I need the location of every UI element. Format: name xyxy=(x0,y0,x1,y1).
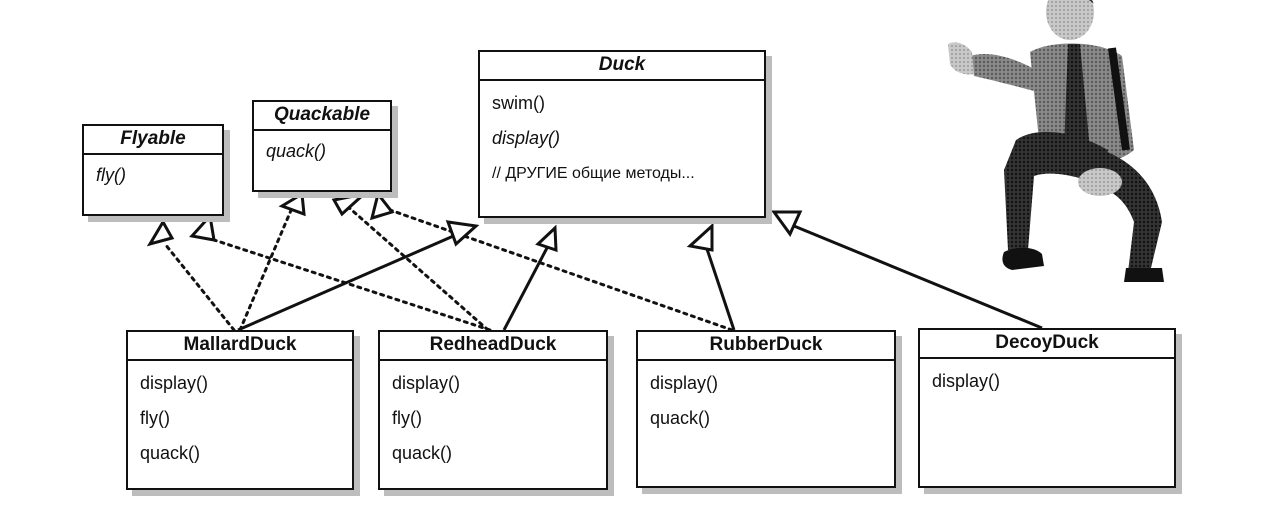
class-duck: Duck swim() display() // ДРУГИЕ общие ме… xyxy=(478,50,766,218)
method-item: display() xyxy=(140,373,209,393)
inheritance-decoy-to-duck xyxy=(793,224,1043,330)
class-name: Flyable xyxy=(84,126,222,155)
arrowhead-mallard-duck xyxy=(445,220,480,247)
method-item: fly() xyxy=(140,408,170,428)
method-list: fly() xyxy=(84,155,222,190)
method-item: quack() xyxy=(392,443,453,463)
method-item: quack() xyxy=(650,408,711,428)
class-redhead-duck: RedheadDuck display() fly() quack() xyxy=(378,330,608,490)
realization-rubber-to-quackable xyxy=(388,208,734,332)
class-name: RedheadDuck xyxy=(380,332,606,361)
arrowhead-mallard-quackable xyxy=(278,191,306,217)
arrowhead-redhead-flyable xyxy=(189,212,216,242)
method-item: display() xyxy=(932,371,1001,391)
method-list: display() fly() quack() xyxy=(380,361,606,471)
arrowhead-redhead-duck xyxy=(535,224,558,253)
class-decoy-duck: DecoyDuck display() xyxy=(918,328,1176,488)
arrowhead-rubber-quackable xyxy=(369,190,395,221)
arrowhead-decoy-duck xyxy=(771,210,803,237)
method-list: display() quack() xyxy=(638,361,894,436)
method-item: fly() xyxy=(392,408,422,428)
class-name: DecoyDuck xyxy=(920,330,1174,359)
inheritance-mallard-to-duck xyxy=(237,232,459,332)
realization-mallard-to-quackable xyxy=(238,206,294,332)
presenter-man-illustration xyxy=(948,0,1164,282)
method-list: display() xyxy=(920,359,1174,399)
inheritance-redhead-to-duck xyxy=(502,245,550,331)
method-list: swim() display() // ДРУГИЕ общие методы.… xyxy=(480,81,764,191)
method-item: // ДРУГИЕ общие методы... xyxy=(492,165,695,182)
class-name: Duck xyxy=(480,52,764,81)
arrowhead-mallard-flyable xyxy=(146,218,175,247)
arrowhead-redhead-quackable xyxy=(331,191,370,217)
method-item: swim() xyxy=(492,93,545,113)
realization-mallard-to-flyable xyxy=(163,242,236,332)
interface-quackable: Quackable quack() xyxy=(252,100,392,192)
class-name: MallardDuck xyxy=(128,332,352,361)
interface-flyable: Flyable fly() xyxy=(82,124,224,216)
class-name: Quackable xyxy=(254,102,390,131)
method-item: fly() xyxy=(96,165,126,185)
method-list: quack() xyxy=(254,131,390,166)
realization-redhead-to-flyable xyxy=(206,236,492,332)
class-rubber-duck: RubberDuck display() quack() xyxy=(636,330,896,488)
method-item: display() xyxy=(492,128,561,148)
method-item: quack() xyxy=(140,443,201,463)
realization-redhead-to-quackable xyxy=(344,203,490,332)
method-item: display() xyxy=(392,373,461,393)
method-item: display() xyxy=(650,373,719,393)
method-list: display() fly() quack() xyxy=(128,361,352,471)
arrowhead-rubber-duck xyxy=(686,222,714,252)
method-item: quack() xyxy=(266,141,327,161)
inheritance-rubber-to-duck xyxy=(704,245,736,331)
class-name: RubberDuck xyxy=(638,332,894,361)
class-mallard-duck: MallardDuck display() fly() quack() xyxy=(126,330,354,490)
